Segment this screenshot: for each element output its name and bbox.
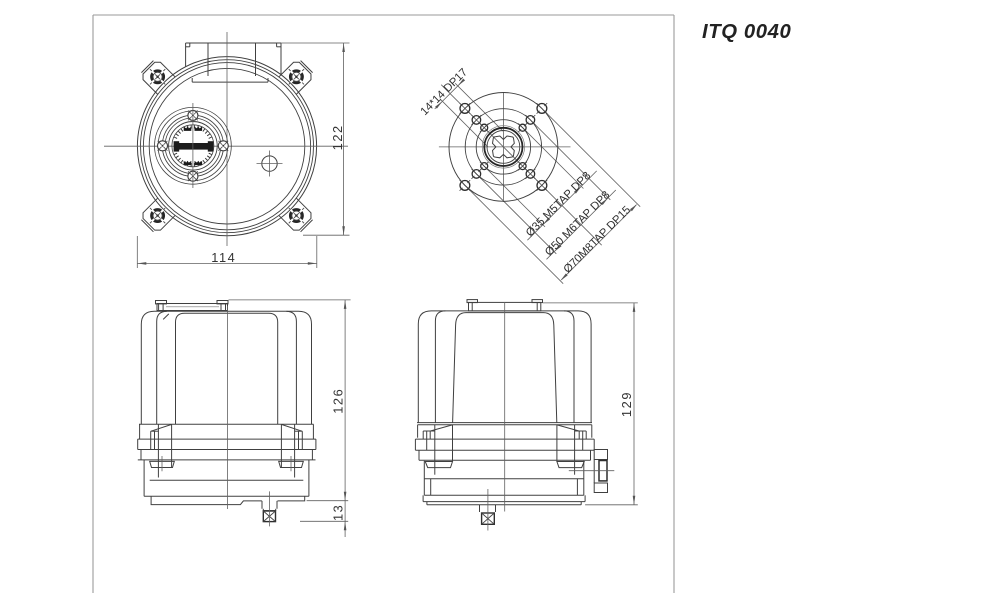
svg-text:13: 13 (331, 504, 346, 521)
svg-text:114: 114 (211, 250, 236, 265)
svg-text:126: 126 (330, 388, 345, 414)
svg-text:Ø70M8TAP DP15: Ø70M8TAP DP15 (562, 204, 634, 276)
svg-text:122: 122 (330, 124, 345, 150)
svg-text:ITQ 0040: ITQ 0040 (702, 21, 791, 43)
svg-text:Ø50 M6TAP DP8: Ø50 M6TAP DP8 (543, 189, 612, 258)
svg-text:Ø35 M5TAP DP8: Ø35 M5TAP DP8 (524, 170, 593, 239)
svg-text:14*14 DP17: 14*14 DP17 (418, 66, 470, 118)
svg-text:129: 129 (619, 391, 634, 417)
